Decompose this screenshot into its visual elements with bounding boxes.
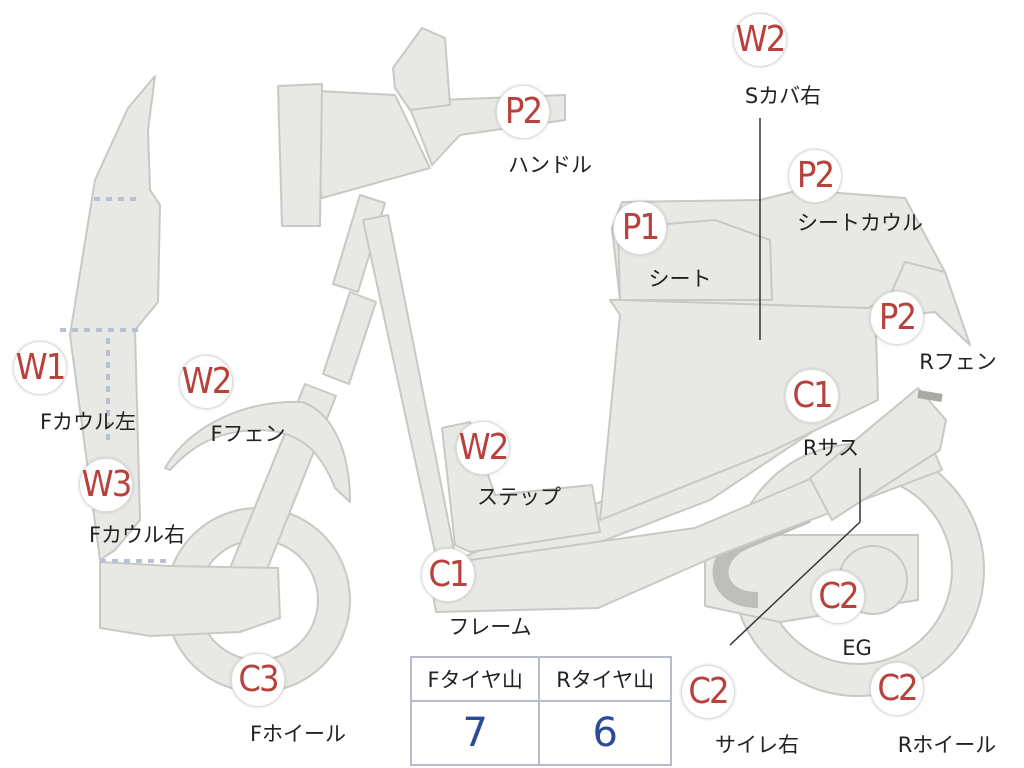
part-code: P2 — [504, 91, 543, 132]
part-label: シートカウル — [797, 211, 923, 235]
part-code-marker: C2 — [681, 665, 735, 719]
part-code: P2 — [796, 155, 835, 196]
part-label: ステップ — [477, 485, 561, 509]
part-label: Rホイール — [897, 733, 997, 757]
part-code: C1 — [792, 375, 833, 416]
part-code-marker: W2 — [456, 421, 510, 475]
part-code: C1 — [428, 554, 469, 595]
part-code-marker: W1 — [13, 341, 67, 395]
part-code: C2 — [818, 576, 859, 617]
part-code-marker: P2 — [870, 291, 924, 345]
part-label: フレーム — [448, 615, 532, 639]
headlamp-cover — [277, 83, 323, 227]
part-code-marker: C1 — [785, 369, 839, 423]
part-code-marker: P2 — [788, 149, 842, 203]
front-tread-value: 7 — [409, 700, 541, 766]
part-code: W3 — [81, 464, 133, 505]
mirror-shape — [392, 27, 451, 111]
part-code-marker: W3 — [79, 458, 133, 512]
part-code: P1 — [621, 207, 660, 248]
part-code: C2 — [688, 671, 729, 712]
part-code: C3 — [238, 659, 279, 700]
part-label: Fカウル左 — [39, 410, 137, 434]
part-label: ハンドル — [508, 153, 592, 177]
part-code: W2 — [735, 19, 787, 60]
part-code-marker: C2 — [870, 662, 924, 716]
front-floor-shape — [99, 561, 281, 637]
tire-tread-table: Fタイヤ山 Rタイヤ山 7 6 — [409, 656, 672, 766]
tread-header-row: Fタイヤ山 Rタイヤ山 — [409, 656, 672, 702]
part-label: Fカウル右 — [88, 523, 186, 547]
part-label: Fフェン — [210, 422, 286, 446]
steering-collar — [322, 291, 377, 385]
rear-tread-value: 6 — [538, 700, 672, 766]
front-fender-shape — [164, 400, 351, 503]
part-label: サイレ右 — [715, 733, 799, 757]
part-code-marker: P2 — [496, 85, 550, 139]
part-code: C2 — [877, 668, 918, 709]
part-code-marker: C1 — [421, 548, 475, 602]
leader-muffler — [729, 521, 861, 646]
part-code: W1 — [15, 347, 67, 388]
front-tread-header: Fタイヤ山 — [409, 656, 541, 702]
part-label: Rサス — [802, 436, 860, 460]
part-code-marker: P1 — [613, 201, 667, 255]
part-label: Sカバ右 — [744, 84, 822, 108]
part-code-marker: W2 — [733, 13, 787, 67]
part-code-marker: W2 — [179, 355, 233, 409]
part-code-marker: C2 — [811, 570, 865, 624]
part-label: シート — [648, 267, 712, 291]
tread-value-row: 7 6 — [409, 700, 672, 766]
part-code: W2 — [458, 427, 510, 468]
rear-shock-shape — [809, 387, 947, 521]
part-label: EG — [842, 636, 872, 660]
part-code: P2 — [878, 297, 917, 338]
rear-tread-header: Rタイヤ山 — [538, 656, 672, 702]
part-code-marker: C3 — [231, 653, 285, 707]
part-label: Fホイール — [249, 722, 347, 746]
part-code: W2 — [181, 361, 233, 402]
part-label: Rフェン — [919, 350, 997, 374]
